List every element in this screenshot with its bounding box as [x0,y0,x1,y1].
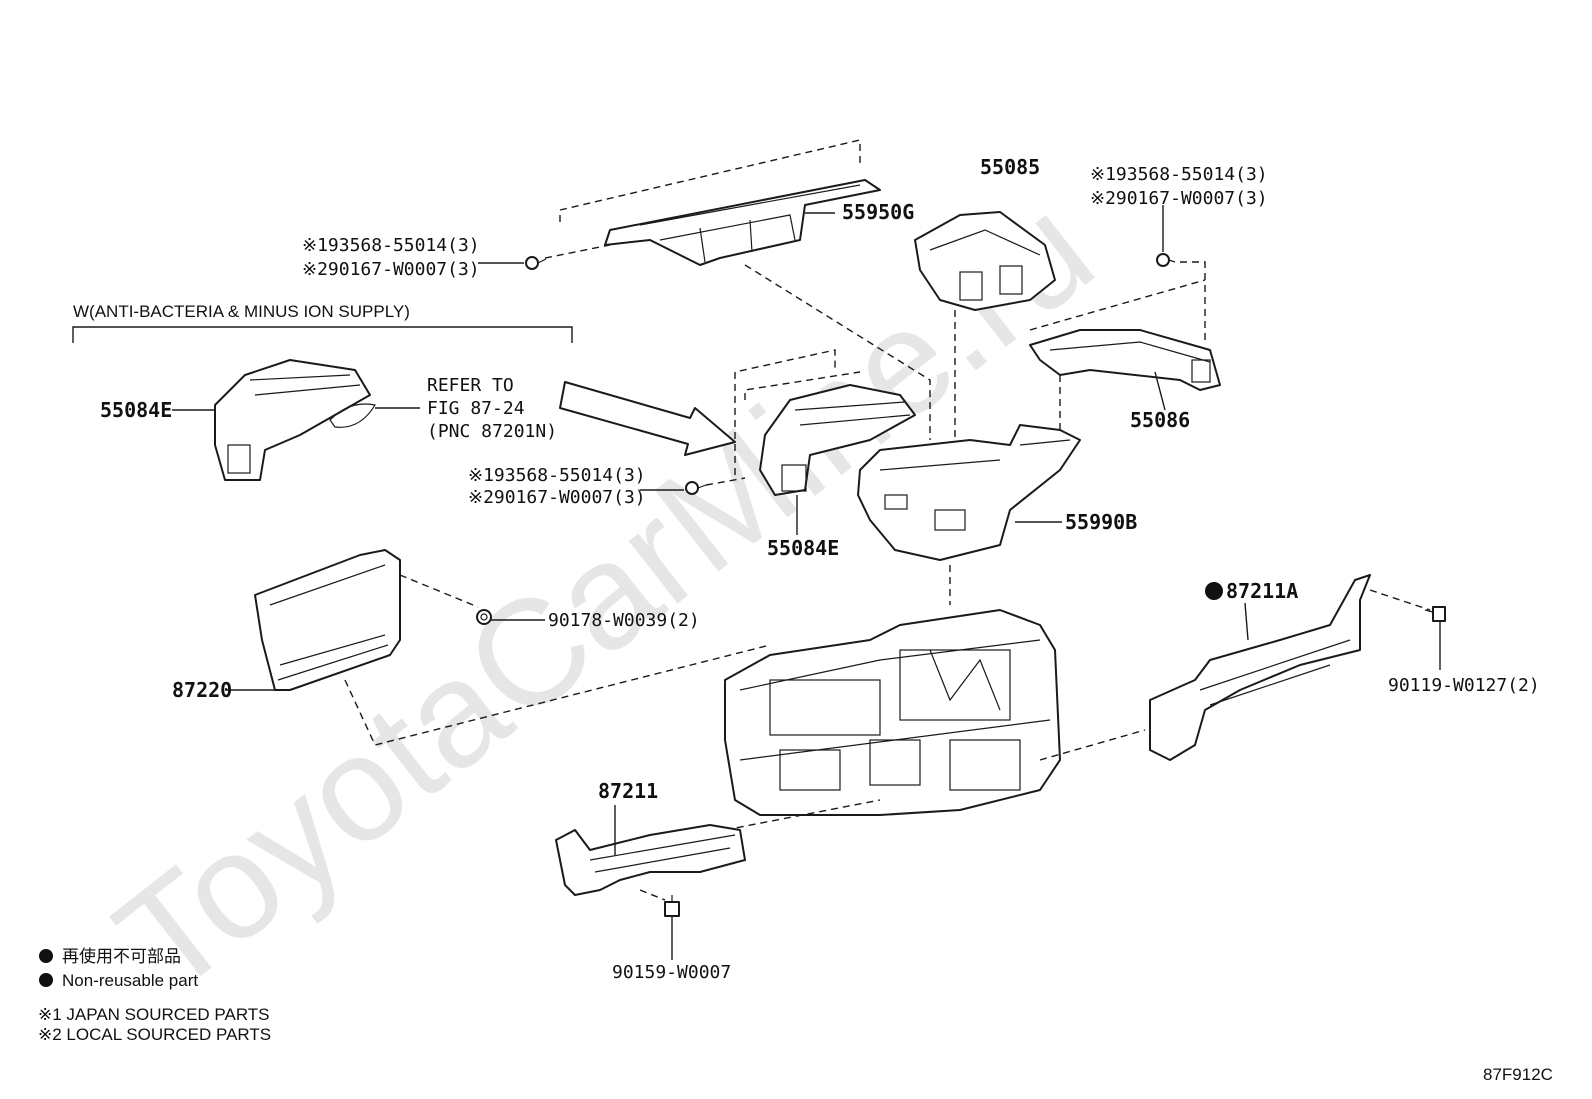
arrow-icon [559,381,736,456]
part-55990B-drawing[interactable] [857,424,1081,561]
part-87211-drawing[interactable] [555,824,746,896]
bolt-icon [1424,606,1446,622]
fastener-mid-b: ※290167-W0007(3) [468,487,646,508]
fastener-right-a: ※193568-55014(3) [1090,164,1268,185]
label-87220: 87220 [172,678,232,702]
fastener-nut: 90178-W0039(2) [548,610,700,631]
nut-icon [476,609,492,625]
fastener-right-b: ※290167-W0007(3) [1090,188,1268,209]
legend-note1: ※1 JAPAN SOURCED PARTS [38,1005,270,1024]
hvac-unit-drawing[interactable] [724,609,1061,816]
label-55086: 55086 [1130,408,1190,432]
fastener-bolt-bottom: 90159-W0007 [612,962,731,983]
group-label: W(ANTI-BACTERIA & MINUS ION SUPPLY) [73,302,410,321]
legend-dot-icon [39,973,53,987]
bolt-icon [664,895,680,917]
fastener-mid-a: ※193568-55014(3) [468,465,646,486]
fastener-top-b: ※290167-W0007(3) [302,259,480,280]
screw-icon [685,481,707,495]
label-87211A: 87211A [1226,579,1298,603]
label-55085: 55085 [980,155,1040,179]
part-87211A-drawing[interactable] [1149,574,1371,761]
legend-dot-icon [39,949,53,963]
fastener-top-a: ※193568-55014(3) [302,235,480,256]
screw-icon [1156,253,1176,267]
part-55084E-center-drawing[interactable] [759,384,916,496]
legend-note2: ※2 LOCAL SOURCED PARTS [38,1025,271,1044]
part-87220-drawing[interactable] [254,549,401,691]
part-55950G-drawing[interactable] [604,179,881,266]
refer-line2: FIG 87-24 [427,398,525,419]
fastener-bolt-right: 90119-W0127(2) [1388,675,1540,696]
part-55085-drawing[interactable] [914,211,1056,311]
screw-icon [525,256,547,270]
label-55950G: 55950G [842,200,914,224]
part-55084E-left-drawing[interactable] [214,359,376,481]
figure-code: 87F912C [1483,1065,1553,1084]
label-55990B: 55990B [1065,510,1137,534]
legend-jp: 再使用不可部品 [62,946,181,966]
non-reusable-dot [1205,582,1223,600]
refer-line1: REFER TO [427,375,514,396]
legend-en: Non-reusable part [62,971,198,990]
label-55084E-left: 55084E [100,398,172,422]
label-87211: 87211 [598,779,658,803]
part-55086-drawing[interactable] [1029,329,1221,391]
label-55084E-center: 55084E [767,536,839,560]
refer-line3: (PNC 87201N) [427,421,557,442]
